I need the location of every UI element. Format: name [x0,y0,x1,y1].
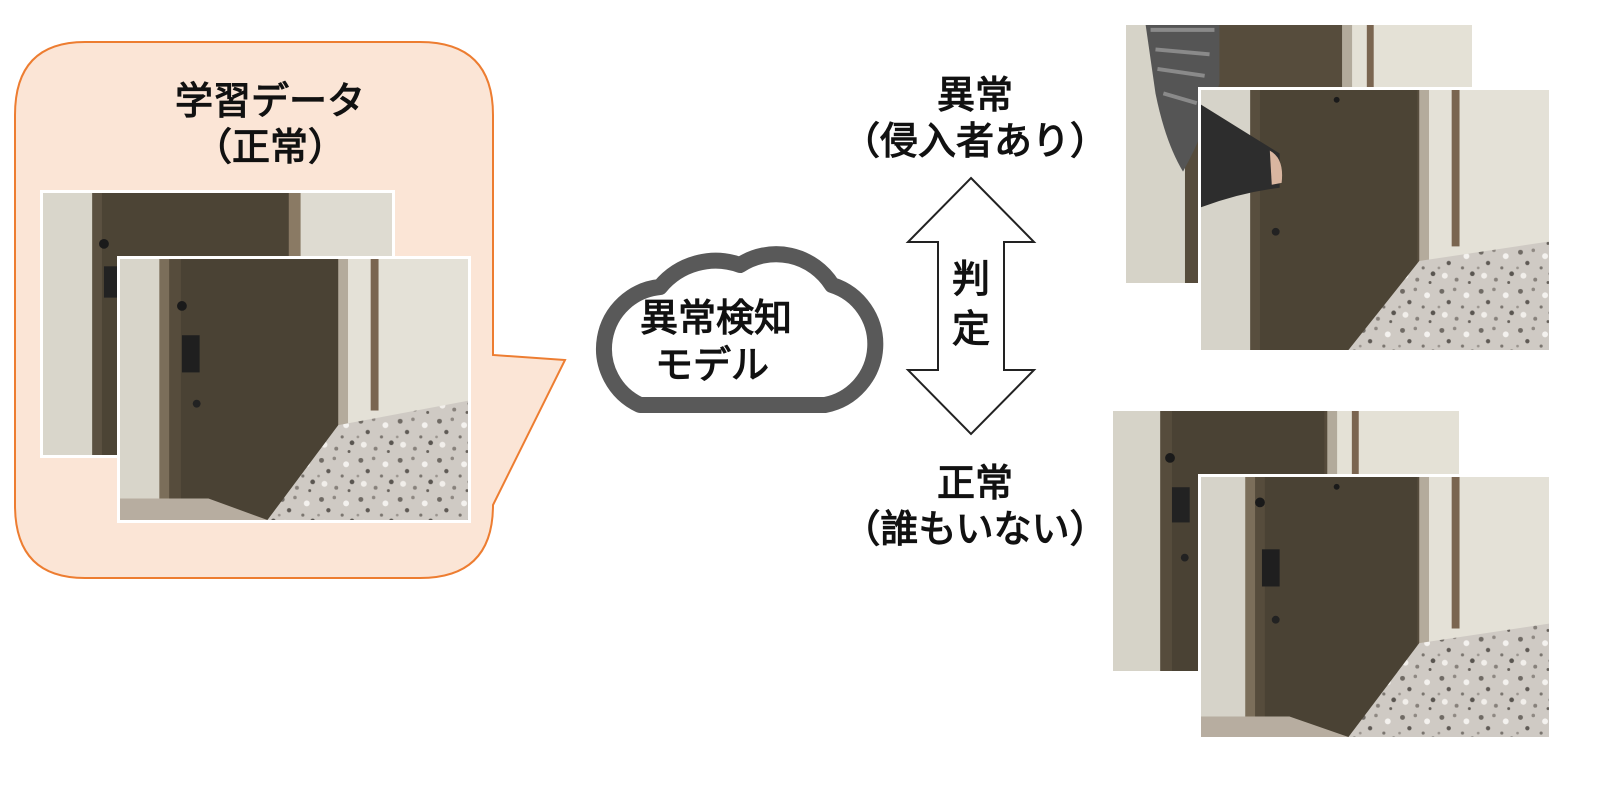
judgement-double-arrow [905,176,1037,436]
normal-subtitle: （誰もいない） [842,507,1108,551]
normal-photo-front [1198,474,1552,740]
judgement-label-1: 判 [951,257,990,301]
anomaly-title: 異常 [936,73,1013,117]
training-data-subtitle: （正常） [193,125,346,169]
training-photo-front [117,256,471,523]
anomaly-subtitle: （侵入者あり） [841,119,1108,163]
model-label-line1: 異常検知 [640,296,793,340]
model-cloud [595,246,884,413]
judgement-label-2: 定 [951,307,990,351]
anomaly-photo-front [1198,87,1552,353]
training-data-title: 学習データ [174,79,365,123]
model-label-line2: モデル [655,343,770,387]
normal-title: 正常 [936,461,1013,505]
